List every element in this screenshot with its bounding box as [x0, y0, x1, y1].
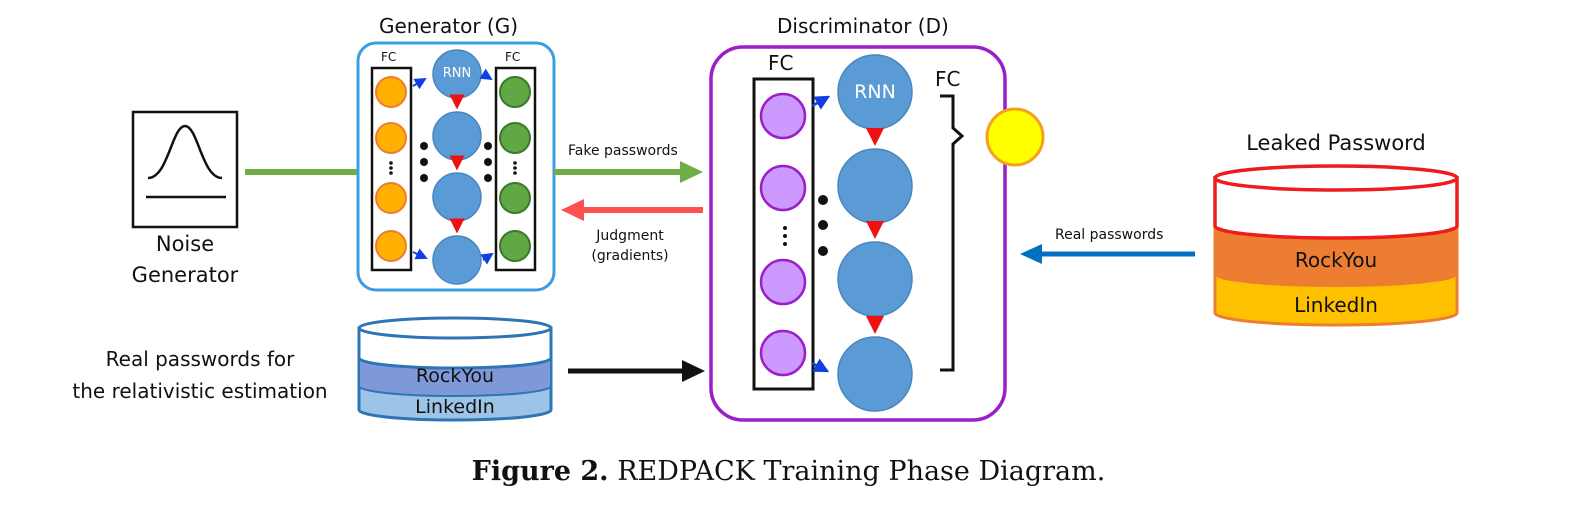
noise-label-line2: Generator [131, 263, 239, 287]
relativistic-db-rockyou: RockYou [415, 365, 495, 387]
discriminator-output-node [985, 107, 1045, 167]
noise-label-line1: Noise [155, 232, 215, 256]
generator-fc-arrows [412, 68, 494, 265]
generator-input-nodes [375, 76, 407, 262]
generator-fc-right-label: FC [505, 50, 521, 64]
fake-passwords-label: Fake passwords [568, 143, 678, 159]
noise-generator-box [131, 110, 239, 229]
leaked-password-title: Leaked Password [1246, 131, 1426, 155]
discriminator-rnn-label: RNN [854, 81, 896, 103]
real-passwords-arrow [1020, 244, 1195, 264]
discriminator-box [709, 45, 1007, 422]
generator-fc-left-label: FC [381, 50, 397, 64]
discriminator-fc-left-label: FC [768, 51, 794, 75]
relativistic-database [357, 316, 553, 422]
leaked-db-linkedin: LinkedIn [1294, 293, 1378, 317]
figure-caption: Figure 2. REDPACK Training Phase Diagram… [0, 456, 1577, 487]
judgment-arrow [561, 199, 703, 221]
generator-rnn-label: RNN [442, 66, 472, 81]
judgment-label: Judgment [596, 228, 664, 244]
caption-label: Figure 2. [471, 456, 609, 487]
discriminator-title: Discriminator (D) [777, 14, 949, 38]
relativistic-label-line2: the relativistic estimation [72, 379, 328, 403]
real-passwords-label: Real passwords [1055, 227, 1164, 243]
caption-text: REDPACK Training Phase Diagram. [617, 456, 1106, 487]
gaussian-curve-icon [147, 124, 223, 180]
discriminator-ellipsis [783, 195, 828, 256]
discriminator-input-nodes [759, 92, 807, 377]
fake-passwords-arrow [554, 161, 703, 183]
discriminator-rnn-nodes [837, 54, 913, 412]
generator-title: Generator (G) [379, 14, 519, 38]
leaked-db-rockyou: RockYou [1294, 248, 1378, 272]
discriminator-fc-right-label: FC [935, 67, 961, 91]
relativistic-arrow [568, 360, 705, 382]
relativistic-label-line1: Real passwords for [105, 347, 295, 371]
fc-brace [940, 94, 965, 372]
generator-rnn-nodes [432, 49, 482, 285]
gradients-label: (gradients) [591, 248, 669, 264]
relativistic-db-linkedin: LinkedIn [415, 396, 495, 418]
discriminator-fc-arrows [811, 95, 831, 373]
generator-ellipsis [389, 142, 517, 182]
leaked-password-database [1213, 164, 1459, 327]
generator-output-nodes [499, 76, 531, 262]
